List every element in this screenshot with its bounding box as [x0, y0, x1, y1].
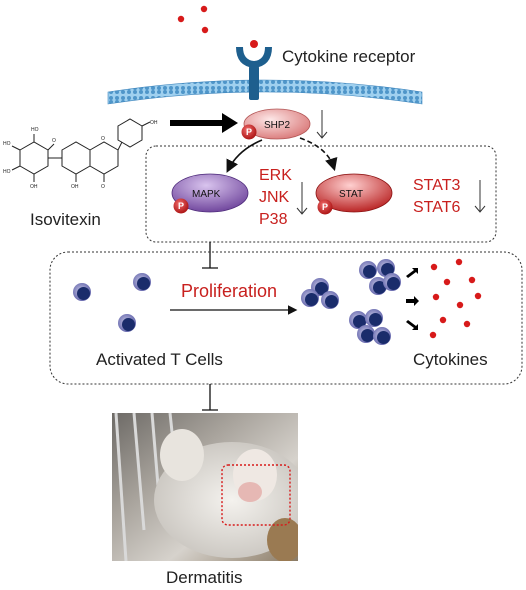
mapk-target-erk: ERK [259, 167, 292, 184]
mapk-target-p38: P38 [259, 211, 288, 228]
activated-tcells-cluster [301, 259, 401, 345]
stat-protein [315, 173, 393, 213]
shp2-label: SHP2 [264, 120, 291, 131]
shp2-to-mapk-arrow [226, 139, 263, 173]
compound-to-shp2-arrow [170, 113, 238, 133]
mapk-label: MAPK [192, 189, 221, 200]
svg-text:O: O [101, 136, 105, 142]
cell-membrane [107, 79, 423, 105]
dermatitis-label: Dermatitis [166, 568, 243, 587]
svg-text:OH: OH [30, 184, 38, 190]
dermatitis-lesion-highlight [221, 464, 291, 526]
stat-label: STAT [339, 189, 363, 200]
cytokine-receptor-icon [236, 40, 272, 100]
mapk-target-jnk: JNK [259, 189, 290, 206]
signaling-inhibition-bar [202, 242, 218, 269]
svg-text:OH: OH [71, 184, 79, 190]
mapk-targets-down-arrow-icon [296, 182, 308, 215]
signaling-box [145, 145, 497, 243]
svg-text:HO: HO [31, 127, 39, 133]
shp2-down-arrow-icon [316, 110, 328, 139]
mapk-phospho-icon [173, 198, 189, 214]
shp2-to-stat-arrow [299, 137, 338, 172]
activated-tcells-left [73, 273, 151, 332]
compound-label: Isovitexin [30, 210, 101, 229]
svg-text:P: P [178, 201, 184, 211]
shp2-protein [243, 108, 311, 140]
svg-text:O: O [101, 184, 105, 190]
cytokines-label: Cytokines [413, 350, 488, 369]
cytokine-release-arrows [406, 268, 419, 330]
isovitexin-atom-labels: OH HO HO HO OH OH O O O [3, 120, 158, 190]
svg-text:P: P [322, 202, 328, 212]
dermatitis-photo [112, 413, 298, 561]
extracellular-cytokines [177, 5, 209, 34]
proliferation-label: Proliferation [181, 281, 277, 301]
released-cytokines [429, 258, 482, 339]
stat-targets-down-arrow-icon [474, 180, 486, 213]
stat-phospho-icon [317, 199, 333, 215]
tcells-label: Activated T Cells [96, 350, 223, 369]
mapk-protein [171, 173, 249, 213]
stat-target-stat3: STAT3 [413, 177, 461, 194]
svg-text:HO: HO [3, 169, 11, 175]
svg-text:OH: OH [150, 120, 158, 126]
receptor-label: Cytokine receptor [282, 47, 416, 66]
svg-text:HO: HO [3, 141, 11, 147]
shp2-phospho-icon [241, 124, 257, 140]
tcell-inhibition-bar [202, 384, 218, 411]
isovitexin-structure-icon [11, 118, 151, 182]
svg-text:O: O [52, 138, 56, 144]
tcell-box [49, 251, 523, 385]
svg-text:P: P [246, 127, 252, 137]
stat-target-stat6: STAT6 [413, 199, 461, 216]
